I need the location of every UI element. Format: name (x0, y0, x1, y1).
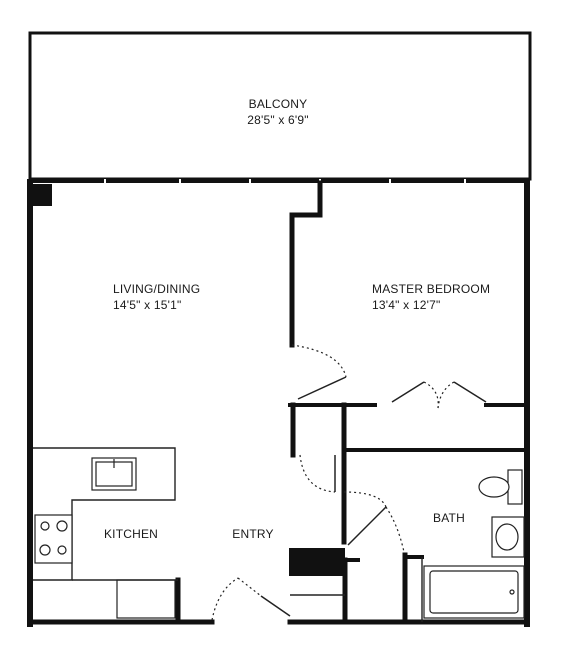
refrigerator (116, 579, 176, 619)
bath-label: BATH (433, 511, 465, 525)
living-dining-label: LIVING/DINING (113, 282, 200, 296)
closet-door-right (453, 381, 487, 403)
entry-label: ENTRY (232, 527, 273, 541)
doors (211, 344, 487, 621)
kitchen-label: KITCHEN (104, 527, 158, 541)
balcony-size: 28'5" x 6'9" (247, 113, 309, 127)
master-bedroom-size: 13'4" x 12'7" (372, 298, 440, 312)
kitchen: KITCHEN (33, 447, 181, 625)
balcony: BALCONY 28'5" x 6'9" (28, 31, 532, 184)
balcony-label: BALCONY (249, 97, 308, 111)
bedroom-door (297, 376, 347, 400)
entry-door (260, 595, 291, 617)
entry-column (289, 548, 345, 576)
bath-door (347, 506, 387, 546)
kitchen-stove (34, 514, 73, 564)
structural-column (32, 184, 52, 206)
exterior-walls (27, 179, 530, 627)
toilet-tank (507, 469, 523, 505)
master-bedroom-label: MASTER BEDROOM (372, 282, 490, 296)
bedroom-partition (288, 180, 529, 545)
living-dining-size: 14'5" x 15'1" (113, 298, 181, 312)
bath: BATH (423, 469, 525, 619)
entry-walls (289, 548, 424, 625)
toilet-bowl (478, 476, 510, 498)
closet-door-left (391, 381, 425, 403)
